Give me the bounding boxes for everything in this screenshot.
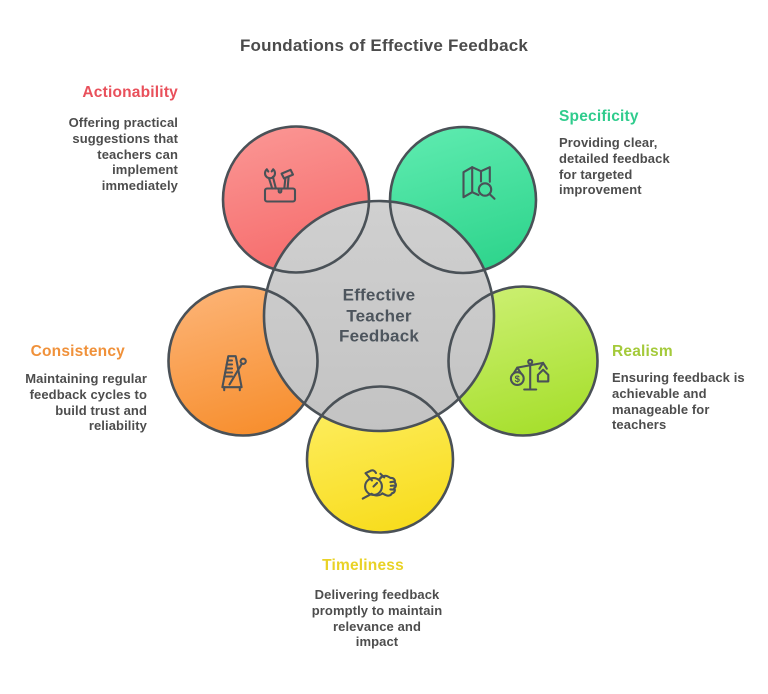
balance-scale-icon: $ [509, 358, 550, 391]
label-timeliness: Timeliness [322, 557, 404, 574]
circle-outlines [167, 125, 599, 534]
description-actionability: Offering practical suggestions that teac… [68, 115, 178, 194]
center-label: Effective Teacher Feedback [338, 285, 420, 346]
description-specificity: Providing clear, detailed feedback for t… [559, 135, 670, 198]
label-realism: Realism [612, 343, 673, 360]
description-timeliness: Delivering feedback promptly to maintain… [311, 587, 443, 650]
label-consistency: Consistency [30, 343, 125, 360]
label-actionability: Actionability [82, 84, 178, 101]
circle-center [264, 201, 494, 431]
diagram-title: Foundations of Effective Feedback [239, 36, 529, 55]
description-realism: Ensuring feedback is achievable and mana… [612, 370, 745, 433]
description-consistency: Maintaining regular feedback cycles to b… [25, 371, 147, 434]
dollar-sign: $ [515, 374, 521, 385]
metronome-icon [221, 355, 247, 392]
map-search-icon [462, 166, 496, 200]
label-specificity: Specificity [559, 108, 639, 125]
stopwatch-hand-icon [361, 469, 397, 500]
toolbox-icon [263, 168, 297, 203]
